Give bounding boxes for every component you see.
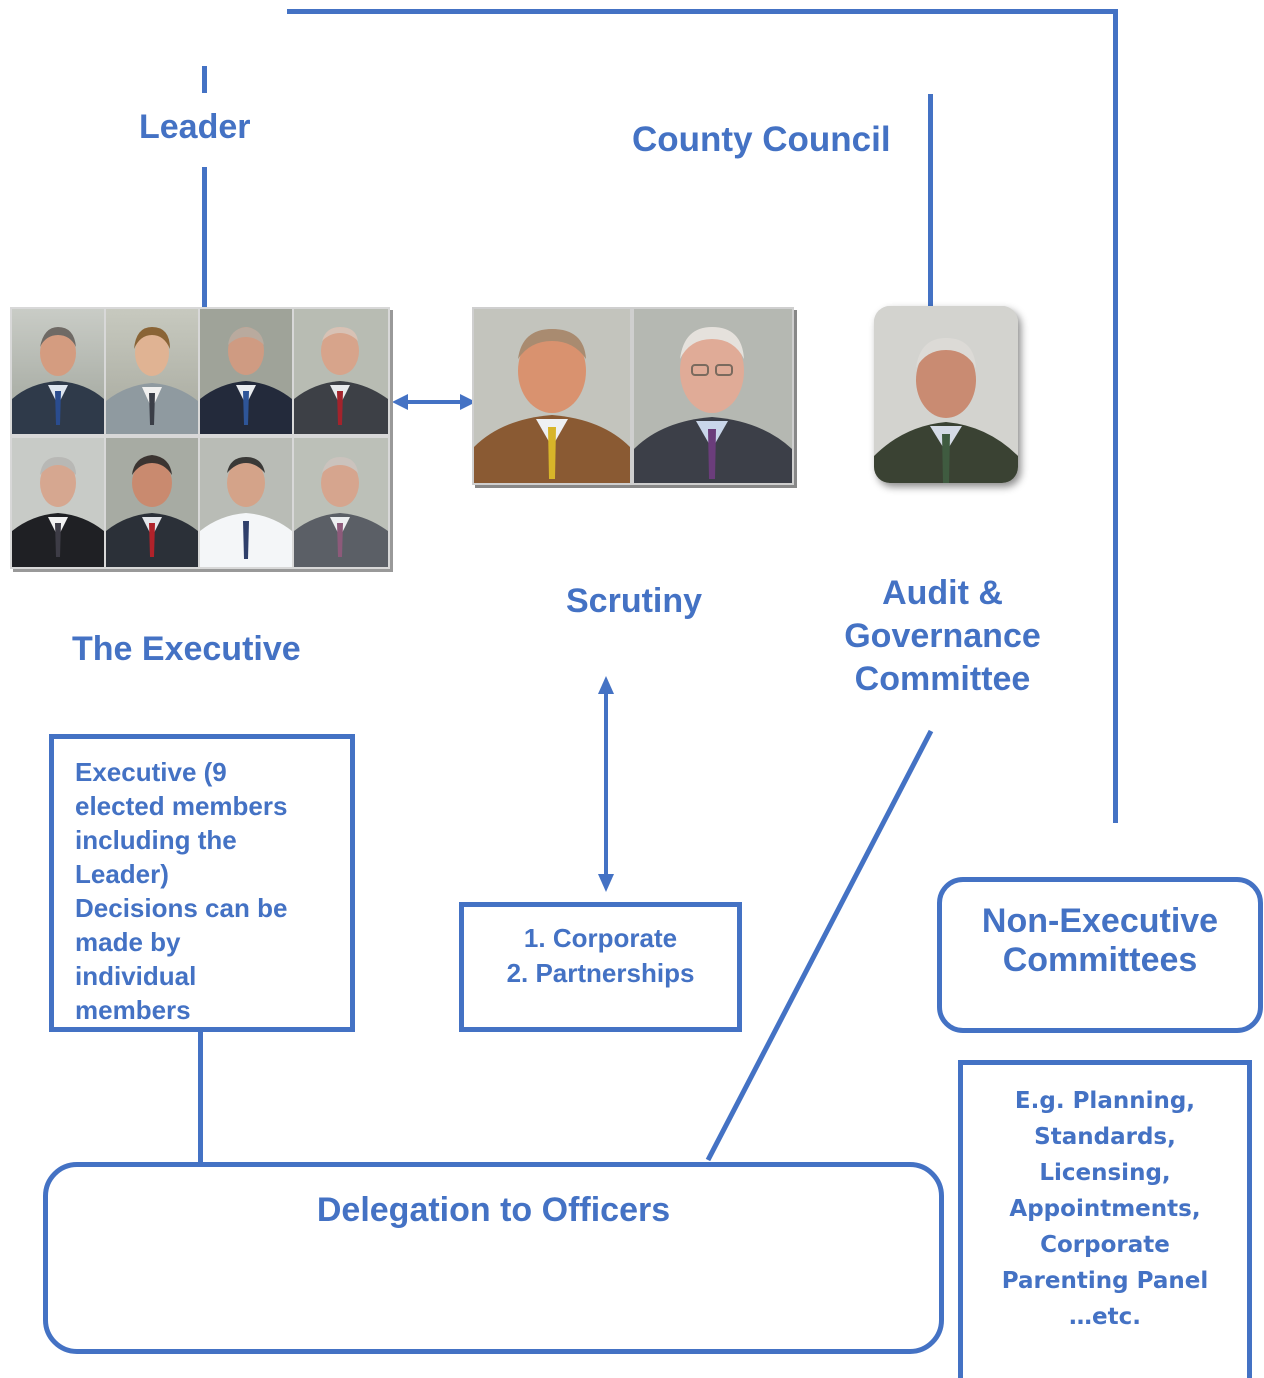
executive-photo-grid xyxy=(10,307,390,569)
scrutiny-label: Scrutiny xyxy=(566,582,703,620)
example-line-5: Corporate xyxy=(1040,1232,1170,1258)
executive-line-4: Leader) xyxy=(75,859,169,889)
non-executive-committees-label: Non-Executive Committees xyxy=(942,902,1258,980)
leader-label: Leader xyxy=(139,108,251,146)
audit-label-line-3: Committee xyxy=(854,660,1031,698)
executive-line-2: elected members xyxy=(75,791,288,821)
executive-portrait-5 xyxy=(12,438,104,567)
top-connector-line xyxy=(287,9,1118,14)
non-executive-committees-box: Non-Executive Committees xyxy=(937,877,1263,1033)
delegation-label: Delegation to Officers xyxy=(316,1191,671,1229)
audit-label-line-2: Governance xyxy=(844,617,1041,655)
example-line-3: Licensing, xyxy=(1039,1160,1171,1186)
executive-scrutiny-arrow xyxy=(392,394,476,410)
executive-portrait-1 xyxy=(12,309,104,434)
non-exec-line-1: Non-Executive xyxy=(981,902,1219,940)
executive-portrait-8 xyxy=(294,438,388,567)
example-line-2: Standards, xyxy=(1034,1124,1176,1150)
leader-to-executive-line xyxy=(202,167,207,307)
the-executive-label: The Executive xyxy=(72,630,301,668)
right-vertical-connector xyxy=(1113,9,1118,823)
scrutiny-portrait-2 xyxy=(634,309,792,483)
audit-governance-label: Audit & Governance Committee xyxy=(820,572,1065,701)
example-line-1: E.g. Planning, xyxy=(1014,1088,1196,1114)
scrutiny-panels-box: 1. Corporate 2. Partnerships xyxy=(459,902,742,1032)
scrutiny-panels-text: 1. Corporate 2. Partnerships xyxy=(464,921,737,991)
audit-committee-photo xyxy=(874,306,1018,483)
executive-line-3: including the xyxy=(75,825,237,855)
committee-examples-text: E.g. Planning, Standards, Licensing, App… xyxy=(963,1083,1247,1335)
executive-portrait-7 xyxy=(200,438,292,567)
executive-description-box: Executive (9 elected members including t… xyxy=(49,734,355,1032)
audit-label-line-1: Audit & xyxy=(882,574,1003,612)
delegation-to-officers-box: Delegation to Officers xyxy=(43,1162,944,1354)
scrutiny-photos xyxy=(472,307,794,485)
executive-line-1: Executive (9 xyxy=(75,757,227,787)
scrutiny-portrait-1 xyxy=(474,309,630,483)
executive-portrait-6 xyxy=(106,438,198,567)
scrutiny-box-arrow xyxy=(598,676,614,892)
executive-line-5: Decisions can be xyxy=(75,893,288,923)
committee-examples-box: E.g. Planning, Standards, Licensing, App… xyxy=(958,1060,1252,1378)
example-line-7: …etc. xyxy=(1069,1304,1141,1330)
executive-line-7: individual xyxy=(75,961,197,991)
executive-line-8: members xyxy=(75,995,191,1025)
scrutiny-panel-1: 1. Corporate xyxy=(523,923,678,953)
non-exec-line-2: Committees xyxy=(1002,941,1198,979)
council-to-audit-line xyxy=(928,94,933,306)
county-council-label: County Council xyxy=(632,120,891,159)
executive-portrait-4 xyxy=(294,309,388,434)
example-line-6: Parenting Panel xyxy=(1001,1268,1209,1294)
leader-top-tick xyxy=(202,66,207,93)
executive-line-6: made by xyxy=(75,927,181,957)
executive-description-text: Executive (9 elected members including t… xyxy=(75,755,287,1027)
executive-box-to-delegation-line xyxy=(198,1028,203,1165)
example-line-4: Appointments, xyxy=(1009,1196,1201,1222)
executive-portrait-3 xyxy=(200,309,292,434)
scrutiny-panel-2: 2. Partnerships xyxy=(506,958,695,988)
executive-portrait-2 xyxy=(106,309,198,434)
